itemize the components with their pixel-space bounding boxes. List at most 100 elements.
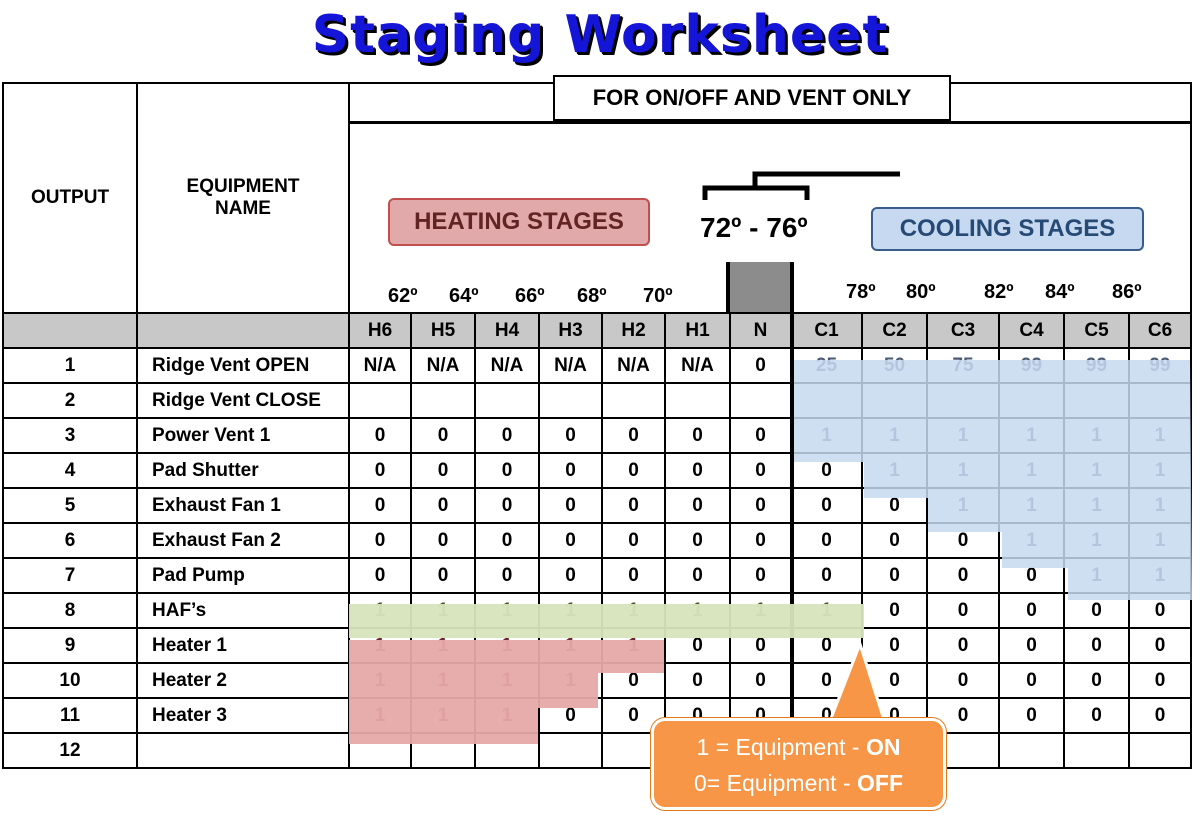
- stage-value-c3: [926, 382, 1000, 419]
- stage-value-n: [729, 382, 792, 419]
- stage-value-c6: [1128, 732, 1192, 769]
- stage-value-c1: 25: [790, 347, 863, 384]
- stage-value-h1: 0: [664, 487, 731, 524]
- stage-value-c4: 0: [998, 592, 1065, 629]
- stage-value-c1: [790, 732, 863, 769]
- stage-value-n: 0: [729, 452, 792, 489]
- output-number: 4: [2, 452, 138, 489]
- output-number: 8: [2, 592, 138, 629]
- stage-value-h2: 0: [601, 417, 666, 454]
- stage-value-c2: 0: [861, 522, 928, 559]
- stage-value-h4: 1: [474, 592, 540, 629]
- stage-value-c2: 0: [861, 697, 928, 734]
- stage-value-h3: 0: [538, 417, 603, 454]
- output-header: OUTPUT: [2, 82, 138, 314]
- stage-value-c2: 1: [861, 417, 928, 454]
- stage-value-h6: [348, 382, 412, 419]
- stage-header-c5: C5: [1063, 312, 1130, 349]
- equipment-name: Power Vent 1: [136, 417, 350, 454]
- stage-value-h5: 0: [410, 557, 476, 594]
- stage-header-c1: C1: [790, 312, 863, 349]
- stage-value-h3: 1: [538, 662, 603, 699]
- stage-value-h2: 0: [601, 487, 666, 524]
- stage-value-c4: 0: [998, 627, 1065, 664]
- stage-value-c5: 1: [1063, 487, 1130, 524]
- stage-value-h1: 0: [664, 522, 731, 559]
- stage-value-c3: [926, 732, 1000, 769]
- stage-value-n: 1: [729, 592, 792, 629]
- stage-value-c4: 1: [998, 417, 1065, 454]
- stage-value-h5: 1: [410, 627, 476, 664]
- stage-value-c2: 1: [861, 452, 928, 489]
- output-number: 3: [2, 417, 138, 454]
- stage-value-h5: 1: [410, 697, 476, 734]
- stage-header-h2: H2: [601, 312, 666, 349]
- stage-value-c3: 75: [926, 347, 1000, 384]
- stage-value-c1: 1: [790, 592, 863, 629]
- stage-value-h5: 1: [410, 592, 476, 629]
- equipment-header: EQUIPMENT NAME: [136, 82, 350, 314]
- stage-value-c6: 1: [1128, 452, 1192, 489]
- stage-header-h4: H4: [474, 312, 540, 349]
- header-row-top: OUTPUT EQUIPMENT NAME: [2, 82, 1192, 314]
- stage-value-h4: 0: [474, 452, 540, 489]
- stage-value-h6: 0: [348, 557, 412, 594]
- table-row: 12: [2, 732, 1192, 769]
- stage-value-c3: 0: [926, 592, 1000, 629]
- output-number: 2: [2, 382, 138, 419]
- stage-value-c6: 0: [1128, 697, 1192, 734]
- stage-value-c4: [998, 732, 1065, 769]
- stage-value-n: 0: [729, 487, 792, 524]
- stage-value-h4: 0: [474, 557, 540, 594]
- stage-value-h1: 0: [664, 452, 731, 489]
- stage-value-n: 0: [729, 347, 792, 384]
- stage-value-h4: N/A: [474, 347, 540, 384]
- stage-value-c2: 0: [861, 627, 928, 664]
- stage-value-c1: 1: [790, 417, 863, 454]
- stage-value-c2: [861, 732, 928, 769]
- stage-value-h4: 0: [474, 417, 540, 454]
- stage-value-h6: N/A: [348, 347, 412, 384]
- stage-value-c5: 0: [1063, 592, 1130, 629]
- stage-value-h6: 0: [348, 452, 412, 489]
- stage-value-h1: 1: [664, 592, 731, 629]
- stage-value-c1: 0: [790, 557, 863, 594]
- stage-value-h4: [474, 732, 540, 769]
- equipment-name: Heater 1: [136, 627, 350, 664]
- output-number: 1: [2, 347, 138, 384]
- equipment-name: Ridge Vent OPEN: [136, 347, 350, 384]
- stage-header-blank-1: [2, 312, 138, 349]
- stage-value-c2: 0: [861, 487, 928, 524]
- stage-value-h5: 0: [410, 452, 476, 489]
- stage-value-h1: 0: [664, 662, 731, 699]
- stage-value-h2: 0: [601, 557, 666, 594]
- legend-off-word: OFF: [857, 770, 903, 796]
- stage-value-h4: 0: [474, 522, 540, 559]
- stage-value-h5: 0: [410, 487, 476, 524]
- stage-value-h1: N/A: [664, 347, 731, 384]
- stage-value-h6: 1: [348, 627, 412, 664]
- stage-value-c6: [1128, 382, 1192, 419]
- stage-value-c2: 0: [861, 557, 928, 594]
- stage-value-h3: 0: [538, 452, 603, 489]
- equipment-name: Exhaust Fan 1: [136, 487, 350, 524]
- stage-value-h5: 1: [410, 662, 476, 699]
- stage-value-c1: 0: [790, 697, 863, 734]
- output-number: 5: [2, 487, 138, 524]
- stage-value-h5: 0: [410, 522, 476, 559]
- stage-value-c3: 1: [926, 417, 1000, 454]
- equipment-name: Heater 3: [136, 697, 350, 734]
- stage-value-c1: 0: [790, 522, 863, 559]
- stage-value-c3: 0: [926, 627, 1000, 664]
- stage-value-h3: N/A: [538, 347, 603, 384]
- stage-value-c2: 50: [861, 347, 928, 384]
- stage-value-h6: 1: [348, 697, 412, 734]
- stage-value-c6: 0: [1128, 662, 1192, 699]
- stage-value-c1: 0: [790, 662, 863, 699]
- stage-value-c1: [790, 382, 863, 419]
- stage-value-c6: 1: [1128, 522, 1192, 559]
